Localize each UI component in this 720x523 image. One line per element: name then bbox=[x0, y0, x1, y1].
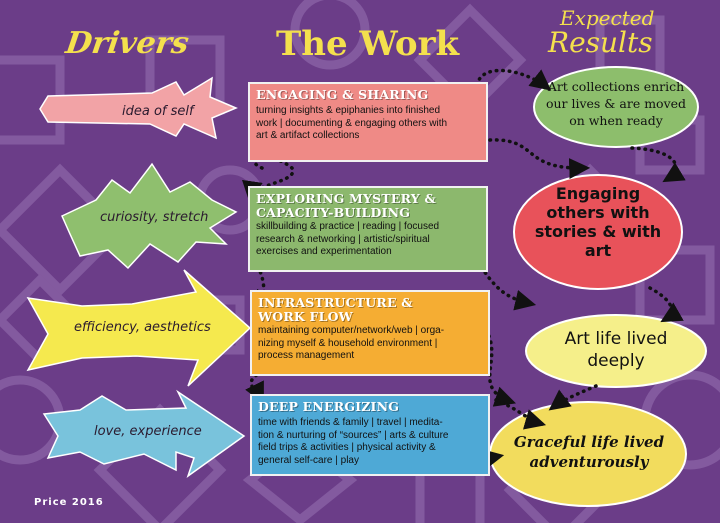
driver-label-4: love, experience bbox=[94, 424, 202, 439]
work-box-body-line: work | documenting & engaging others wit… bbox=[256, 117, 448, 129]
driver-label-1: idea of self bbox=[122, 104, 194, 119]
result-line: art bbox=[584, 241, 612, 260]
driver-arrow-4 bbox=[42, 389, 246, 478]
work-box-body-line: nizing myself & household environment | bbox=[258, 337, 438, 349]
work-header: The Work bbox=[276, 24, 460, 64]
work-box-body-line: maintaining computer/network/web | orga- bbox=[258, 325, 445, 336]
work-box-infrastructure: INFRASTRUCTURE & WORK FLOW maintaining c… bbox=[250, 290, 490, 376]
work-box-deep-energizing: DEEP ENERGIZING time with friends & fami… bbox=[250, 394, 490, 476]
result-line: adventurously bbox=[529, 453, 649, 471]
driver-label-3: efficiency, aesthetics bbox=[74, 320, 211, 335]
work-box-body-line: skillbuilding & practice | reading | foc… bbox=[256, 221, 440, 232]
work-box-body-line: time with friends & family | travel | me… bbox=[258, 417, 443, 428]
work-box-body-line: process management bbox=[258, 350, 355, 361]
result-ellipse-3 bbox=[525, 314, 707, 388]
work-box-body-line: research & networking | artistic/spiritu… bbox=[256, 233, 430, 245]
work-box-body: maintaining computer/network/web | orga-… bbox=[258, 325, 482, 363]
credit-text: Price 2016 bbox=[34, 497, 104, 508]
result-text-2: Engaging others with stories & with art bbox=[516, 184, 680, 260]
work-box-body-line: turning insights & epiphanies into finis… bbox=[256, 105, 441, 116]
driver-arrow-1 bbox=[39, 76, 238, 140]
results-header-line-1: Expected bbox=[560, 6, 655, 30]
work-box-title: WORK FLOW bbox=[258, 309, 353, 324]
work-box-body-line: tion & nurturing of “sources” | arts & c… bbox=[258, 429, 449, 441]
driver-arrow-2 bbox=[61, 162, 238, 270]
work-box-title: DEEP ENERGIZING bbox=[258, 399, 400, 414]
work-box-engaging-sharing: ENGAGING & SHARING turning insights & ep… bbox=[248, 82, 488, 162]
result-line: Art collections enrich bbox=[547, 79, 685, 94]
result-text-1: Art collections enrich our lives & are m… bbox=[534, 78, 698, 129]
work-box-body: time with friends & family | travel | me… bbox=[258, 417, 482, 467]
result-line: others with bbox=[546, 203, 650, 222]
result-text-3: Art life lived deeply bbox=[528, 328, 704, 372]
result-line: on when ready bbox=[569, 113, 663, 128]
driver-arrow-3 bbox=[26, 269, 252, 387]
result-ellipse-2 bbox=[513, 174, 683, 290]
result-text-4: Graceful life lived adventurously bbox=[496, 432, 682, 472]
work-box-exploring-mystery: EXPLORING MYSTERY & CAPACITY-BUILDING sk… bbox=[248, 186, 488, 272]
work-box-body-line: exercises and experimentation bbox=[256, 246, 392, 257]
work-box-title: EXPLORING MYSTERY & bbox=[256, 191, 436, 206]
work-box-title: INFRASTRUCTURE & bbox=[258, 295, 413, 310]
work-box-body: skillbuilding & practice | reading | foc… bbox=[256, 221, 480, 259]
work-box-body-line: general self-care | play bbox=[258, 454, 359, 466]
work-box-body-line: field trips & activities | physical acti… bbox=[258, 442, 436, 453]
driver-label-2: curiosity, stretch bbox=[100, 210, 209, 225]
work-box-body: turning insights & epiphanies into finis… bbox=[256, 105, 480, 143]
work-box-body-line: art & artifact collections bbox=[256, 130, 360, 141]
work-box-title: CAPACITY-BUILDING bbox=[256, 205, 411, 220]
work-box-title: ENGAGING & SHARING bbox=[256, 87, 429, 102]
drivers-header: Drivers bbox=[63, 26, 191, 61]
result-line: Art life lived bbox=[564, 329, 668, 349]
result-line: Engaging bbox=[555, 184, 641, 203]
result-line: deeply bbox=[587, 351, 645, 371]
results-header-line-2: Results bbox=[548, 26, 653, 59]
result-ellipse-1 bbox=[533, 66, 699, 148]
result-line: stories & with bbox=[534, 222, 662, 241]
result-line: Graceful life lived bbox=[513, 433, 665, 451]
result-line: our lives & are moved bbox=[545, 96, 687, 111]
